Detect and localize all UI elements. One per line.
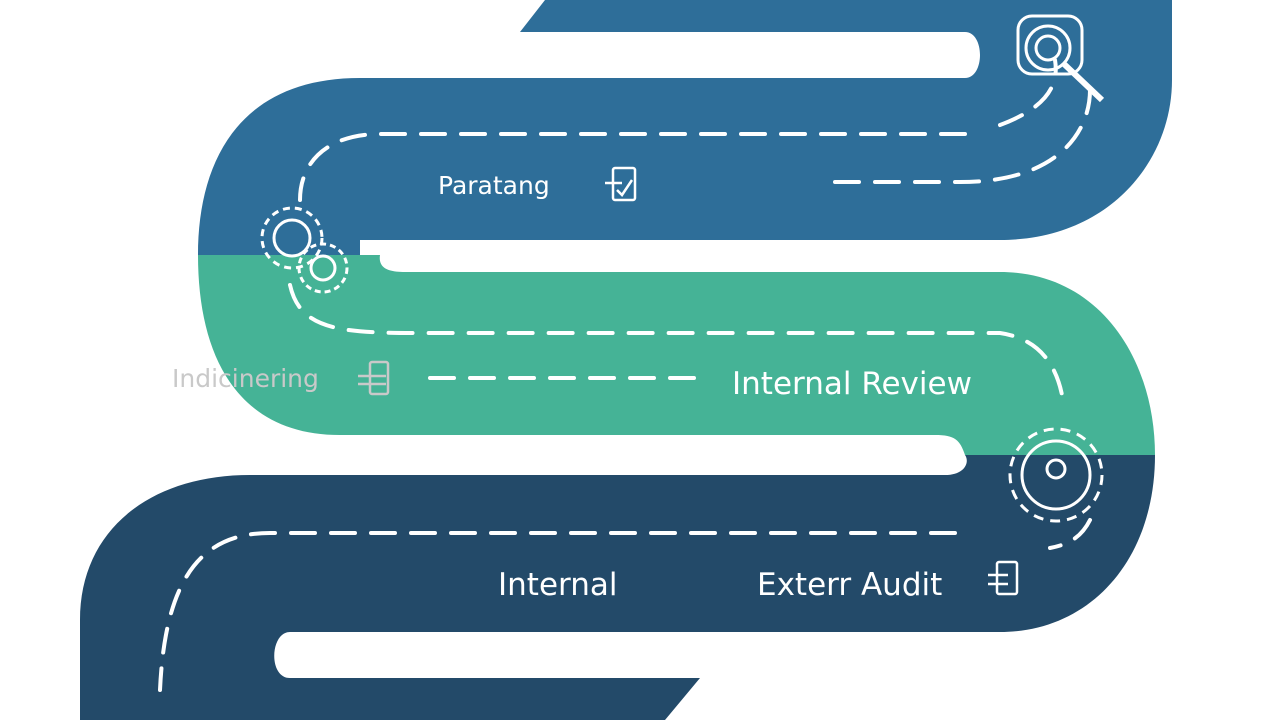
road-segment-top bbox=[198, 0, 1172, 255]
lane-markings bbox=[158, 58, 1092, 692]
stage-label-indicinering: Indicinering bbox=[172, 364, 319, 393]
document-stack-icon bbox=[358, 360, 390, 396]
magnifier-icon bbox=[1016, 14, 1105, 103]
stage-label-exterr-audit: Exterr Audit bbox=[757, 567, 942, 603]
lane-marking-bottom bbox=[158, 531, 957, 692]
checklist-icon bbox=[988, 560, 1019, 596]
checklist-icon bbox=[605, 166, 637, 202]
lane-marking-top-return bbox=[833, 88, 1092, 184]
stage-label-paratang: Paratang bbox=[438, 171, 550, 200]
stage-label-internal: Internal bbox=[498, 567, 617, 603]
road-segment-middle bbox=[198, 255, 1155, 455]
lane-marking-bottom-right bbox=[1048, 518, 1092, 550]
road-segment-bottom bbox=[80, 455, 1155, 720]
gear-icon bbox=[1008, 427, 1104, 523]
gears-icon bbox=[260, 206, 349, 294]
stage-label-internal-review: Internal Review bbox=[732, 366, 972, 402]
lane-marking-top bbox=[298, 132, 967, 202]
